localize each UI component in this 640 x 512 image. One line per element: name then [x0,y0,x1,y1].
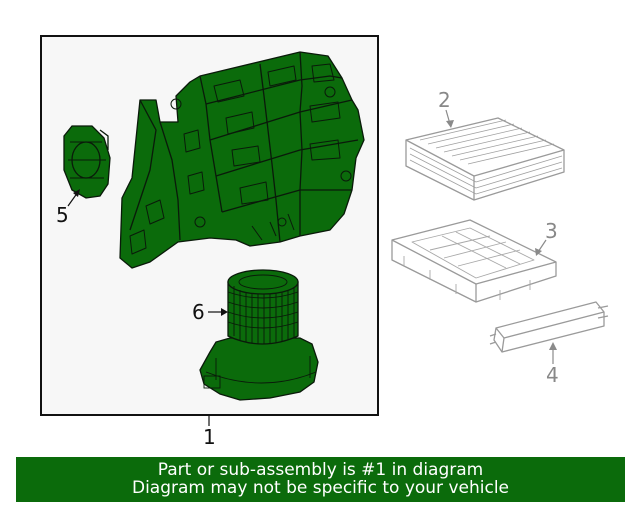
callout-4: 4 [546,363,559,387]
arrowhead-3 [535,248,542,256]
info-banner: Part or sub-assembly is #1 in diagram Di… [16,457,625,502]
arrowhead-2 [446,120,454,128]
access-door[interactable] [489,301,609,353]
hvac-housing[interactable] [119,51,365,269]
callout-2: 2 [438,88,451,112]
cover-plate[interactable] [63,125,111,199]
callout-5: 5 [56,203,69,227]
callout-1: 1 [203,425,216,449]
banner-line-1: Part or sub-assembly is #1 in diagram [157,460,484,480]
arrowhead-4 [549,342,557,350]
arrowhead-6 [221,308,228,316]
arrowhead-5 [73,189,80,197]
filter-tray[interactable] [391,219,557,303]
cabin-filter[interactable] [405,117,565,201]
banner-line-2: Diagram may not be specific to your vehi… [131,478,509,498]
callout-3: 3 [545,219,558,243]
blower-motor[interactable] [199,269,319,401]
callout-6: 6 [192,300,205,324]
